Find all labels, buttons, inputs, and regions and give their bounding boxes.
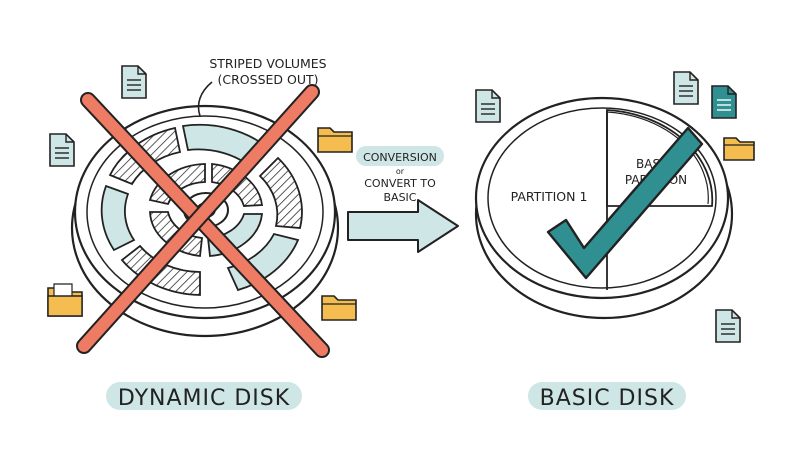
folder-icon xyxy=(317,127,353,153)
folder-icon xyxy=(47,283,83,317)
callout-line2: (CROSSED OUT) xyxy=(218,72,319,87)
dynamic-disk xyxy=(70,84,340,358)
striped-volumes-callout: STRIPED VOLUMES (CROSSED OUT) xyxy=(197,56,327,117)
basic-disk-label: BASIC DISK xyxy=(540,386,675,411)
partition1-label: PARTITION 1 xyxy=(511,189,588,204)
document-icon xyxy=(715,309,741,343)
dynamic-disk-title: DYNAMIC DISK xyxy=(106,382,302,411)
folder-icon xyxy=(723,137,755,161)
arrow-right-icon xyxy=(347,199,459,253)
document-icon xyxy=(121,65,147,99)
or-text: or xyxy=(396,167,405,176)
conversion-label: CONVERSION or CONVERT TO BASIC xyxy=(356,146,444,204)
folder-icon xyxy=(321,295,357,321)
cross-icon xyxy=(76,84,330,358)
basic-disk: PARTITION 1 BASIC PARTITION xyxy=(474,96,734,320)
document-icon xyxy=(475,89,501,123)
checkmark-icon xyxy=(546,126,704,280)
document-icon xyxy=(711,85,737,119)
dynamic-disk-label: DYNAMIC DISK xyxy=(118,386,290,411)
basic-disk-title: BASIC DISK xyxy=(528,382,686,411)
basic-text: BASIC xyxy=(384,191,417,204)
convert-to-text: CONVERT TO xyxy=(364,177,436,190)
conversion-text: CONVERSION xyxy=(363,151,437,164)
callout-line1: STRIPED VOLUMES xyxy=(209,56,326,71)
document-icon xyxy=(49,133,75,167)
document-icon xyxy=(673,71,699,105)
